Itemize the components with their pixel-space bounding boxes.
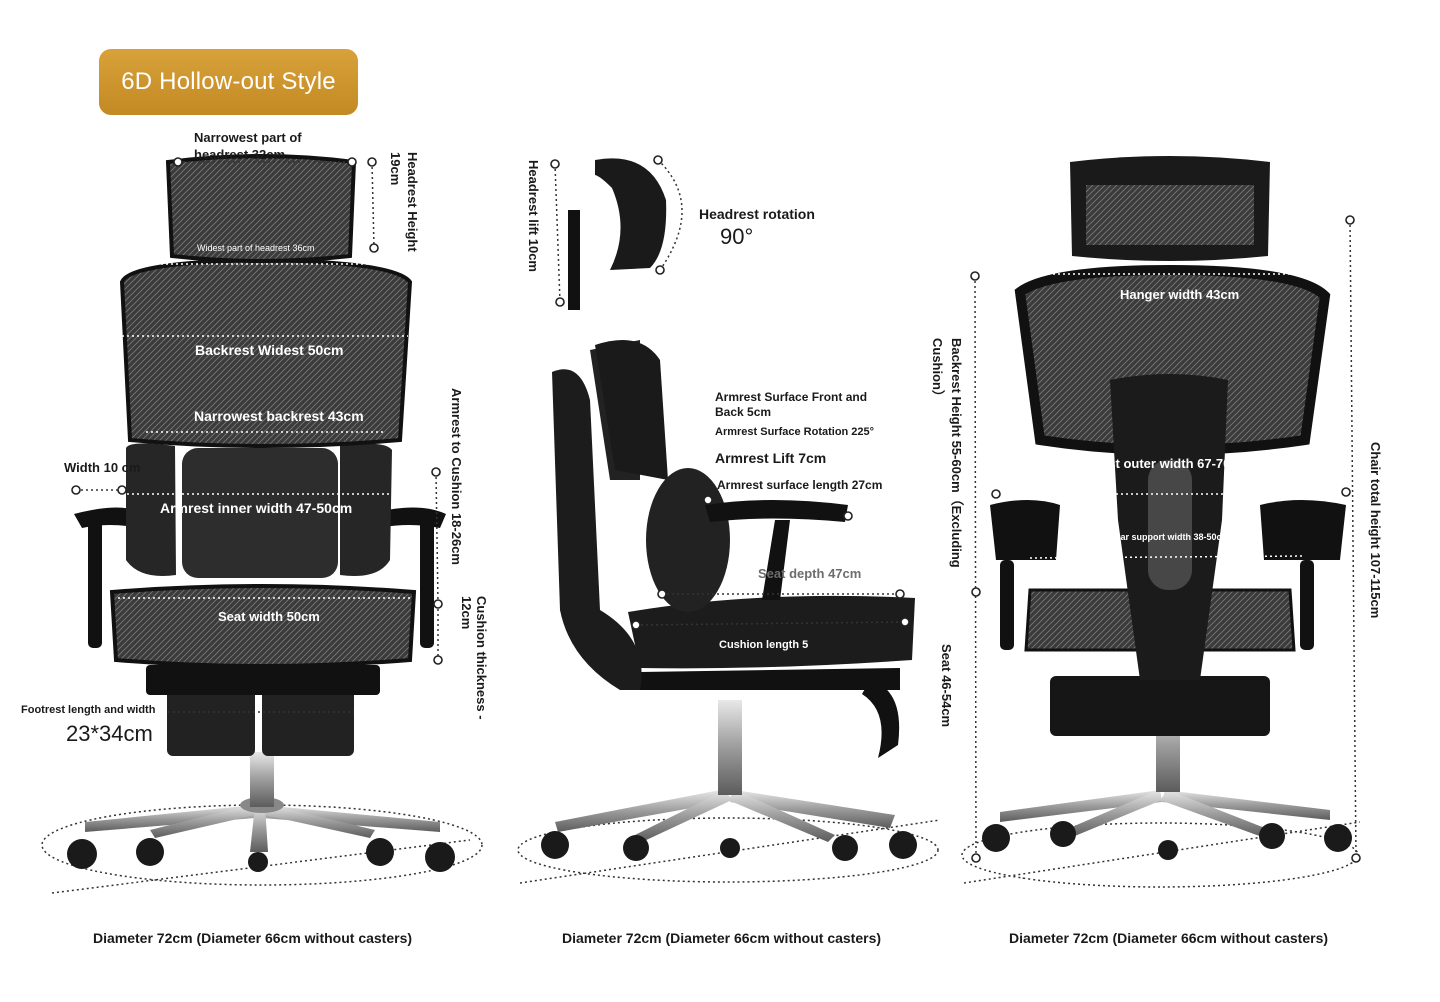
front-diameter-caption: Diameter 72cm (Diameter 66cm without cas…	[93, 930, 413, 946]
armrest-front-back-label: Armrest Surface Front and Back 5cm	[715, 390, 867, 420]
armrest-length-label: Armrest surface length 27cm	[717, 478, 883, 492]
cushion-thickness-label: Cushion thickness - 12cm	[459, 596, 489, 720]
backrest-narrowest-label: Narrowest backrest 43cm	[194, 408, 364, 424]
hanger-width-label: Hanger width 43cm	[1120, 287, 1240, 302]
headrest-height-line2: 19cm	[388, 152, 403, 186]
seat-width-label: Seat width 50cm	[218, 609, 320, 624]
footrest-value: 23*34cm	[66, 721, 153, 746]
backrest-widest-label: Backrest Widest 50cm	[195, 342, 344, 358]
armrest-front-back-line2: Back 5cm	[715, 405, 772, 419]
headrest-height-line1: Headrest Height	[405, 152, 420, 252]
headrest-narrow-line2: headrest 32cm	[194, 147, 286, 162]
headrest-narrow-line1: Narrowest part of	[194, 130, 302, 145]
armrest-lift-label: Armrest Lift 7cm	[715, 450, 827, 466]
armrest-outer-label: Armrest outer width 67-70cm	[1070, 456, 1250, 471]
armrest-front-back-line1: Armrest Surface Front and	[715, 390, 868, 404]
footrest-label: Footrest length and width	[21, 704, 156, 716]
side-diameter-caption: Diameter 72cm (Diameter 66cm without cas…	[562, 930, 882, 946]
front-chair	[41, 154, 483, 894]
seat-depth-label: Seat depth 47cm	[758, 566, 862, 581]
headrest-rotation-label: Headrest rotation	[699, 206, 815, 222]
back-chair	[961, 156, 1361, 888]
headrest-height-label: Headrest Height 19cm	[387, 152, 421, 252]
backrest-height-label: Backrest Height 55-60cm（Excluding Cushio…	[930, 338, 964, 568]
headrest-narrow-label: Narrowest part of headrest 32cm	[194, 129, 302, 163]
armrest-to-cushion-label: Armrest to Cushion 18-26cm	[449, 388, 464, 565]
side-chair	[517, 155, 941, 884]
width-label: Width 10 cm	[64, 460, 141, 475]
total-height-label: Chair total height 107-115cm	[1368, 442, 1383, 619]
armrest-inner-label: Armrest inner width 47-50cm	[160, 500, 353, 516]
headrest-wide-label: Widest part of headrest 36cm	[197, 243, 315, 253]
headrest-rotation-value: 90°	[720, 224, 754, 249]
style-badge: 6D Hollow-out Style	[99, 49, 358, 115]
cushion-length-label: Cushion length 5	[719, 639, 809, 651]
back-diameter-caption: Diameter 72cm (Diameter 66cm without cas…	[1009, 930, 1329, 946]
lumbar-label: Lumbar support width 38-50cm	[1096, 532, 1230, 542]
seat-height-label: Seat 46-54cm	[939, 644, 954, 728]
armrest-rotation-label: Armrest Surface Rotation 225°	[715, 426, 875, 438]
headrest-lift-label: Headrest lift 10cm	[526, 160, 541, 272]
